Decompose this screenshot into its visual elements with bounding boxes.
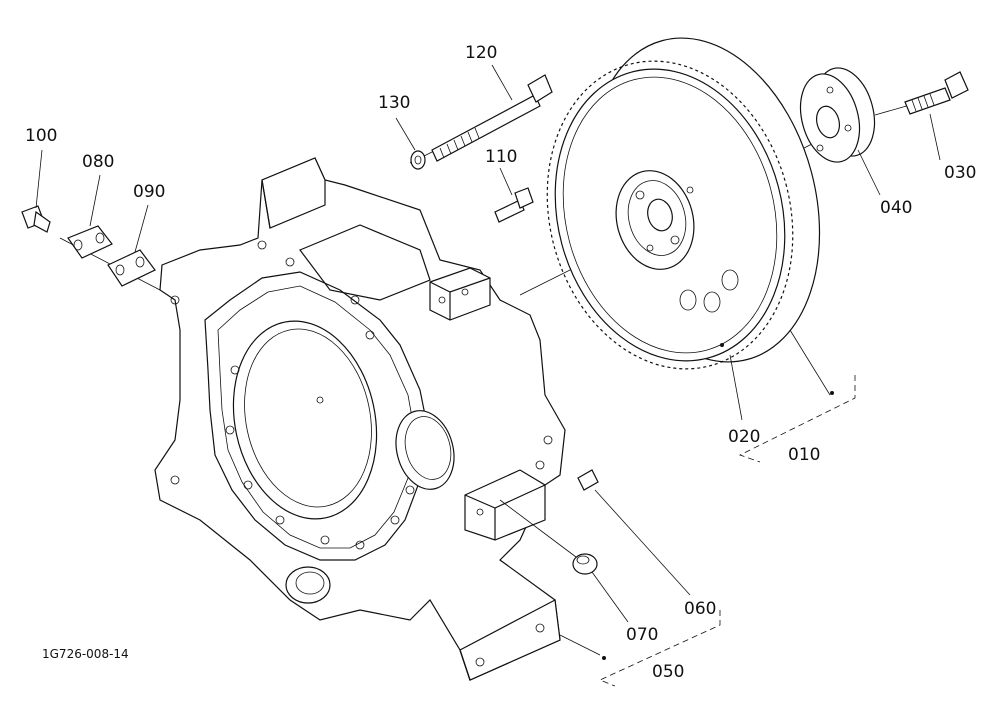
callout-040: 040: [880, 198, 912, 218]
callout-020: 020: [728, 427, 760, 447]
callout-120: 120: [465, 43, 497, 63]
callout-090: 090: [133, 182, 165, 202]
plug-100: [21, 205, 51, 233]
callout-110: 110: [485, 147, 517, 167]
callout-130: 130: [378, 93, 410, 113]
callout-010: 010: [788, 445, 820, 465]
callout-030: 030: [944, 163, 976, 183]
gasket-090: [107, 249, 156, 287]
bush-070: [572, 553, 598, 575]
callout-070: 070: [626, 625, 658, 645]
pin-060: [577, 469, 599, 491]
leader-lines: [35, 64, 941, 687]
drawing-code: 1G726-008-14: [42, 647, 129, 661]
callout-060: 060: [684, 599, 716, 619]
ring-gear-teeth: [546, 60, 794, 370]
callout-050: 050: [652, 662, 684, 682]
cover-plate-080: [67, 225, 113, 259]
coupling-flange: [799, 67, 876, 163]
flywheel-housing: [154, 157, 566, 681]
washer-130: [410, 150, 426, 170]
bolt-120: [431, 74, 553, 162]
callout-080: 080: [82, 152, 114, 172]
callout-100: 100: [25, 126, 57, 146]
callout-labels: 100 080 090 120 130 110 030 040 020 010 …: [25, 43, 976, 682]
bolt-110: [494, 187, 534, 223]
bolt-030: [904, 71, 969, 115]
flywheel-assembly: [546, 37, 821, 370]
